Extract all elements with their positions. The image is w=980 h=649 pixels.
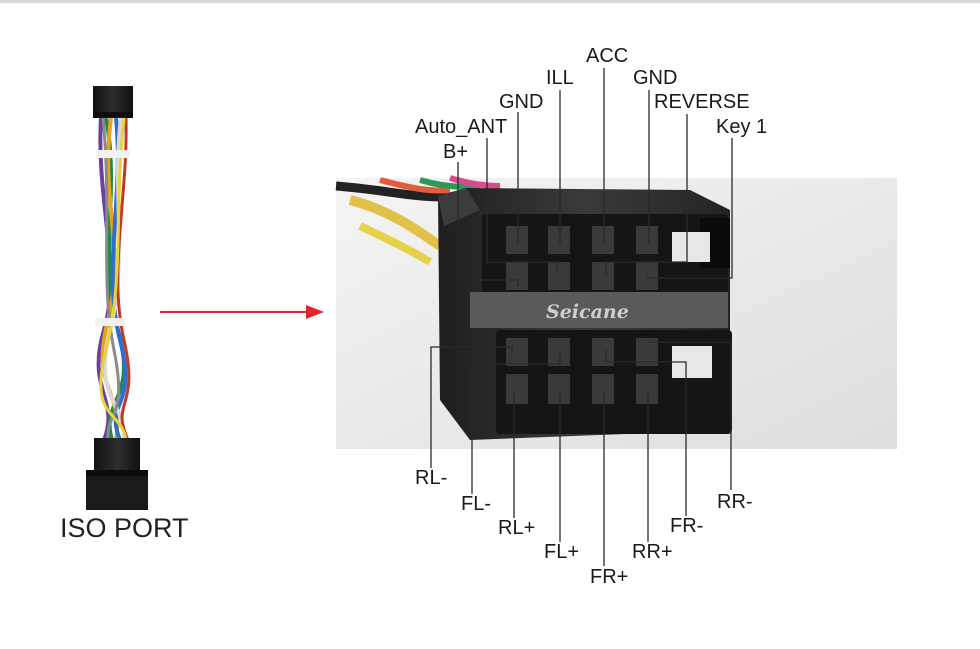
harness-image	[86, 86, 148, 510]
red-arrow	[160, 305, 324, 319]
label-ill: ILL	[546, 67, 574, 89]
harness-top-plug	[93, 86, 133, 116]
label-fr-minus: FR-	[670, 515, 704, 537]
label-fl-plus: FL+	[544, 541, 580, 563]
label-fl-minus: FL-	[461, 493, 491, 515]
label-rr-minus: RR-	[717, 491, 753, 513]
label-gnd-left: GND	[499, 91, 544, 113]
bottom-leader-lines	[430, 341, 732, 566]
label-b-plus: B+	[443, 141, 469, 163]
harness-bottom-plug	[94, 438, 140, 472]
label-key1: Key 1	[716, 116, 768, 138]
label-gnd-right: GND	[633, 67, 678, 89]
label-reverse: REVERSE	[654, 91, 750, 113]
label-rl-minus: RL-	[415, 467, 448, 489]
iso-port-caption: ISO PORT	[60, 513, 189, 543]
label-acc: ACC	[586, 45, 629, 67]
watermark-logo: Seicane	[546, 301, 629, 323]
label-rl-plus: RL+	[498, 517, 536, 539]
label-fr-plus: FR+	[590, 566, 629, 588]
label-rr-plus: RR+	[632, 541, 673, 563]
label-auto-ant: Auto_ANT	[415, 116, 508, 138]
top-divider	[0, 0, 980, 3]
top-leader-lines	[457, 68, 733, 286]
connector-photo	[335, 175, 897, 449]
